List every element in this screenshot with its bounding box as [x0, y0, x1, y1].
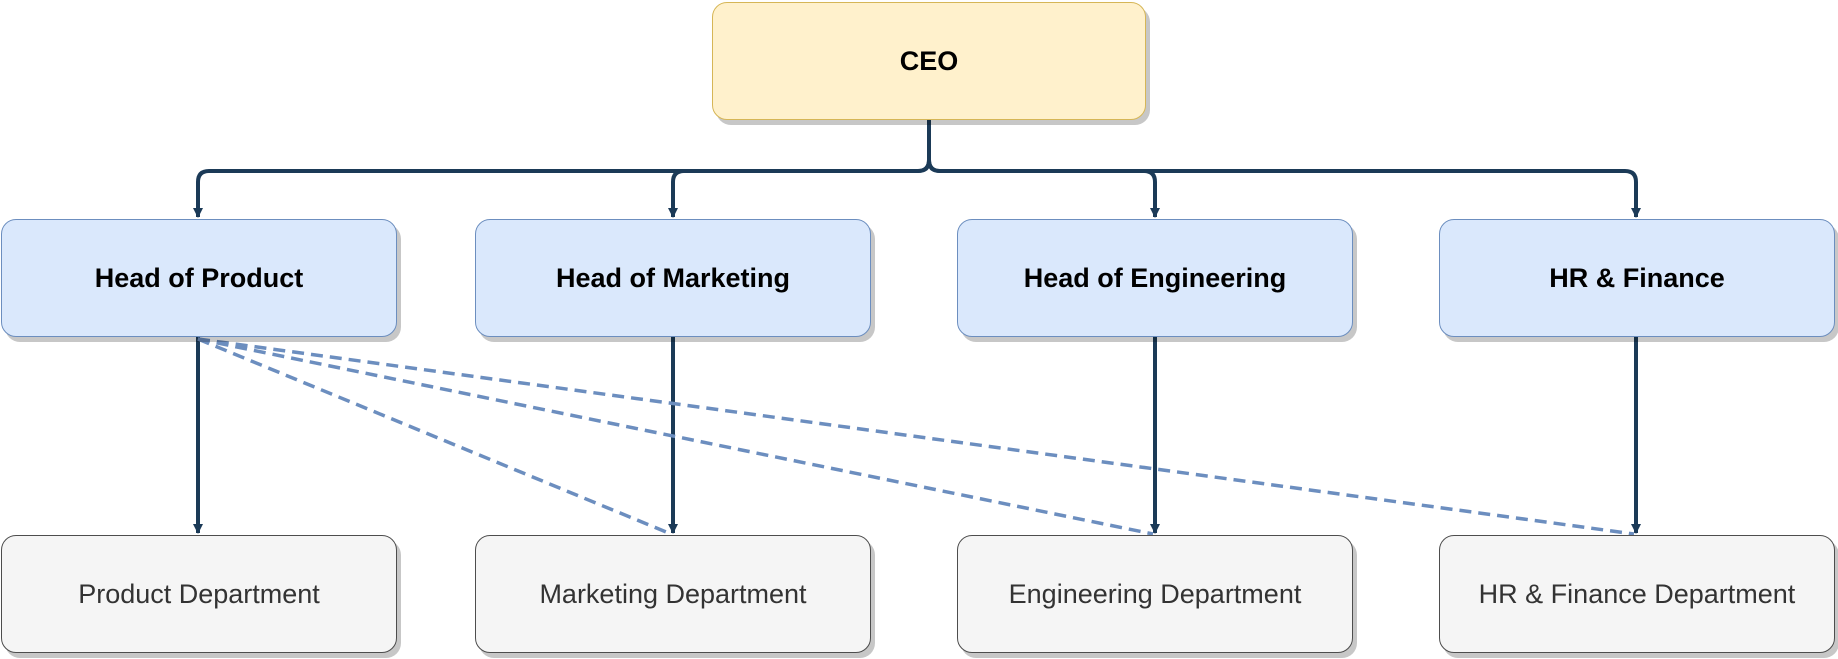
product-department-node[interactable]: Product Department: [1, 535, 397, 653]
marketing-department-label: Marketing Department: [539, 578, 807, 609]
connector-ceo-to-head-of-engineering: [927, 120, 1160, 218]
product-department-label: Product Department: [78, 578, 320, 609]
head-of-marketing-label: Head of Marketing: [555, 262, 791, 293]
head-of-engineering-node[interactable]: Head of Engineering: [957, 219, 1353, 337]
head-of-product-node[interactable]: Head of Product: [1, 219, 397, 337]
hr-finance-node[interactable]: HR & Finance: [1439, 219, 1835, 337]
hr-finance-label: HR & Finance: [1549, 262, 1725, 293]
head-of-engineering-label: Head of Engineering: [1023, 262, 1287, 293]
engineering-department-label: Engineering Department: [1008, 578, 1302, 609]
connector-ceo-to-hr-finance: [927, 120, 1641, 218]
marketing-department-node[interactable]: Marketing Department: [475, 535, 871, 653]
ceo-node[interactable]: CEO: [712, 2, 1146, 120]
dashed-link-product-to-marketing-department: [197, 337, 672, 536]
engineering-department-node[interactable]: Engineering Department: [957, 535, 1353, 653]
dashed-link-product-to-engineering-department: [197, 337, 1154, 536]
ceo-label: CEO: [899, 45, 959, 76]
hr-finance-department-node[interactable]: HR & Finance Department: [1439, 535, 1835, 653]
hr-finance-department-label: HR & Finance Department: [1478, 578, 1796, 609]
dashed-link-product-to-hr-finance-department: [197, 337, 1635, 536]
head-of-product-label: Head of Product: [94, 262, 304, 293]
connector-ceo-to-head-of-marketing: [668, 120, 931, 218]
connector-ceo-to-head-of-product: [193, 120, 931, 218]
head-of-marketing-node[interactable]: Head of Marketing: [475, 219, 871, 337]
